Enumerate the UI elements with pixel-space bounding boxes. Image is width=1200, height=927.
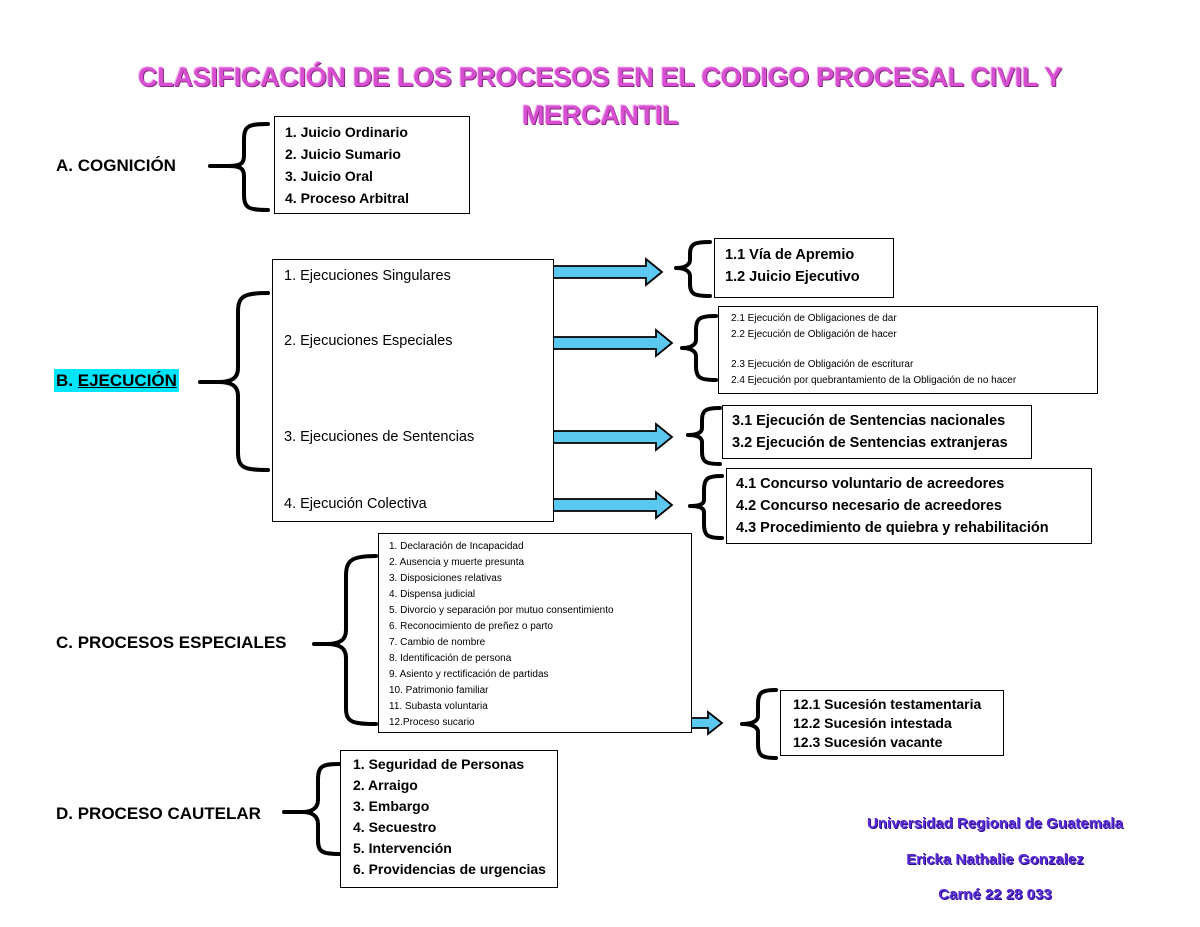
box-singulares: 1.1 Vía de Apremio 1.2 Juicio Ejecutivo [714,238,894,298]
cautelar-item: 1. Seguridad de Personas [353,756,525,772]
brace-ejecucion [216,291,270,472]
especiales-item: 9. Asiento y rectificación de partidas [389,669,549,680]
brace-sentencias [686,406,722,466]
especiales-item: 7. Cambio de nombre [389,637,486,648]
box-cognicion: 1. Juicio Ordinario 2. Juicio Sumario 3.… [274,116,470,214]
especiales-item: 10. Patrimonio familiar [389,685,489,696]
ejecucion-highlight: B. EJECUCIÓN [54,369,179,392]
brace-sucesion [740,688,778,760]
brace-colectiva [688,474,724,540]
sucesion-item: 12.2 Sucesión intestada [793,715,952,731]
sentencias-item: 3.1 Ejecución de Sentencias nacionales [732,413,1006,429]
especiales-item: 8. Identificación de persona [389,653,512,664]
ejecucion-item-singulares: 1. Ejecuciones Singulares [284,268,451,284]
especiales-ejec-item: 2.4 Ejecución por quebrantamiento de la … [731,375,1017,386]
especiales-item: 6. Reconocimiento de preñez o parto [389,621,553,632]
cautelar-item: 4. Secuestro [353,819,437,835]
especiales-item: 4. Dispensa judicial [389,589,476,600]
colectiva-item: 4.1 Concurso voluntario de acreedores [736,476,1005,492]
credit-university: Universidad Regional de Guatemala [867,815,1123,832]
ejecucion-item-colectiva: 4. Ejecución Colectiva [284,496,427,512]
credit-carne: Carné 22 28 033 [938,886,1052,903]
especiales-ejec-item: 2.2 Ejecución de Obligación de hacer [731,329,897,340]
especiales-ejec-item: 2.3 Ejecución de Obligación de escritura… [731,359,914,370]
cautelar-item: 5. Intervención [353,840,452,856]
box-colectiva: 4.1 Concurso voluntario de acreedores 4.… [726,468,1092,544]
box-especiales-ejec: 2.1 Ejecución de Obligaciones de dar 2.2… [718,306,1098,394]
label-cognicion: A. COGNICIÓN [56,156,176,175]
ejecucion-item-especiales: 2. Ejecuciones Especiales [284,333,453,349]
sucesion-item: 12.1 Sucesión testamentaria [793,696,982,712]
box-cautelar: 1. Seguridad de Personas 2. Arraigo 3. E… [340,750,558,888]
label-ejecucion: B. EJECUCIÓN [54,369,179,392]
cautelar-item: 6. Providencias de urgencias [353,861,546,877]
cognicion-item: 2. Juicio Sumario [285,146,401,162]
especiales-item: 11. Subasta voluntaria [389,701,488,712]
brace-cautelar [300,762,342,856]
cautelar-item: 3. Embargo [353,798,430,814]
credit-author: Ericka Nathalie Gonzalez [906,851,1084,868]
especiales-item: 5. Divorcio y separación por mutuo conse… [389,605,614,616]
box-ejecucion [272,259,554,522]
ejecucion-main: EJECUCIÓN [77,371,177,390]
page-title: CLASIFICACIÓN DE LOS PROCESOS EN EL CODI… [100,58,1100,134]
especiales-item: 2. Ausencia y muerte presunta [389,557,525,568]
sentencias-item: 3.2 Ejecución de Sentencias extranjeras [732,435,1008,451]
especiales-item: 1. Declaración de Incapacidad [389,541,524,552]
box-especiales: 1. Declaración de Incapacidad 2. Ausenci… [378,533,692,733]
colectiva-item: 4.3 Procedimiento de quiebra y rehabilit… [736,520,1049,536]
colectiva-item: 4.2 Concurso necesario de acreedores [736,498,1002,514]
especiales-item-proceso-sucario: 12.Proceso sucario [389,717,475,728]
cognicion-item: 1. Juicio Ordinario [285,124,408,140]
cautelar-item: 2. Arraigo [353,777,418,793]
cognicion-item: 4. Proceso Arbitral [285,190,409,206]
box-sucesion: 12.1 Sucesión testamentaria 12.2 Sucesió… [780,690,1004,756]
label-especiales: C. PROCESOS ESPECIALES [56,633,287,652]
especiales-ejec-item: 2.1 Ejecución de Obligaciones de dar [731,313,897,324]
especiales-item: 3. Disposiciones relativas [389,573,502,584]
title-line-1: CLASIFICACIÓN DE LOS PROCESOS EN EL CODI… [138,62,1062,92]
ejecucion-item-sentencias: 3. Ejecuciones de Sentencias [284,429,475,445]
sucesion-item: 12.3 Sucesión vacante [793,734,943,750]
box-sentencias: 3.1 Ejecución de Sentencias nacionales 3… [722,405,1032,459]
singulares-item: 1.2 Juicio Ejecutivo [725,269,860,285]
brace-cognicion [226,122,270,212]
brace-especiales [324,554,378,726]
singulares-item: 1.1 Vía de Apremio [725,247,855,263]
brace-singulares [674,240,712,298]
ejecucion-prefix: B. [56,371,78,390]
cognicion-item: 3. Juicio Oral [285,168,373,184]
brace-especiales-ejec [680,314,718,382]
title-line-2: MERCANTIL [521,100,679,130]
label-cautelar: D. PROCESO CAUTELAR [56,804,261,823]
